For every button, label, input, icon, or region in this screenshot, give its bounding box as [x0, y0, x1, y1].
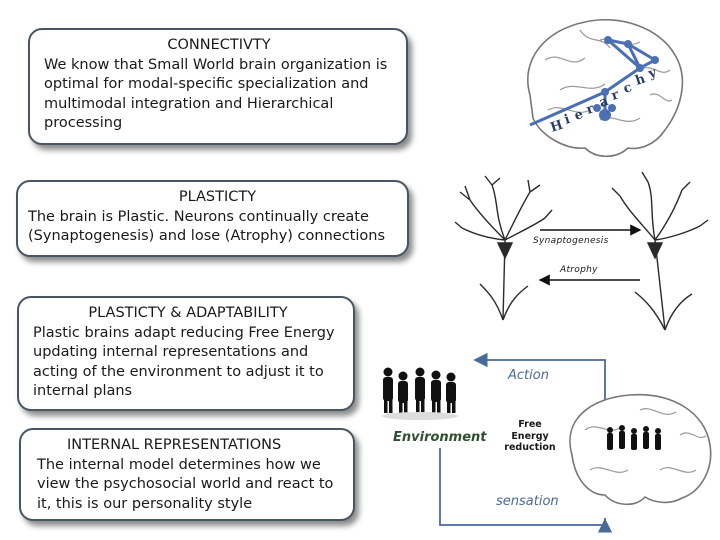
representations-title: INTERNAL REPRESENTATIONS: [67, 437, 282, 453]
connectivity-title: CONNECTIVTY: [167, 37, 271, 53]
atrophy-label: Atrophy: [560, 265, 598, 275]
adaptability-title: PLASTICTY & ADAPTABILITY: [88, 305, 288, 321]
plasticity-box: PLASTICTY The brain is Plastic. Neurons …: [16, 180, 409, 257]
brain-people-icon: [569, 393, 712, 506]
action-perception-loop: [439, 352, 613, 533]
hierarchy-letter: H: [549, 118, 565, 136]
neurons-icon: [454, 171, 709, 331]
people-shadow: [382, 412, 458, 420]
action-label: Action: [508, 368, 549, 383]
hierarchy-letter: r: [585, 101, 596, 117]
representations-text: The internal model determines how we vie…: [37, 456, 334, 512]
representations-box: INTERNAL REPRESENTATIONS The internal mo…: [19, 428, 355, 521]
brain-network-icon: H i e r a r c h y: [527, 18, 684, 158]
hierarchy-letter: i: [563, 112, 572, 128]
connectivity-box: CONNECTIVTY We know that Small World bra…: [28, 28, 408, 145]
plasticity-title: PLASTICTY: [178, 189, 257, 205]
people-group-icon: [383, 367, 456, 414]
free-energy-label: Free Energy reduction: [504, 419, 556, 453]
connectivity-text: We know that Small World brain organizat…: [44, 56, 388, 132]
synaptogenesis-label: Synaptogenesis: [533, 236, 609, 246]
hierarchy-letter: r: [610, 87, 621, 103]
adaptability-text: Plastic brains adapt reducing Free Energ…: [33, 324, 335, 400]
environment-label: Environment: [393, 430, 487, 445]
adaptability-box: PLASTICTY & ADAPTABILITY Plastic brains …: [17, 296, 355, 411]
plasticity-text: The brain is Plastic. Neurons continuall…: [28, 208, 385, 245]
sensation-label: sensation: [496, 494, 559, 509]
